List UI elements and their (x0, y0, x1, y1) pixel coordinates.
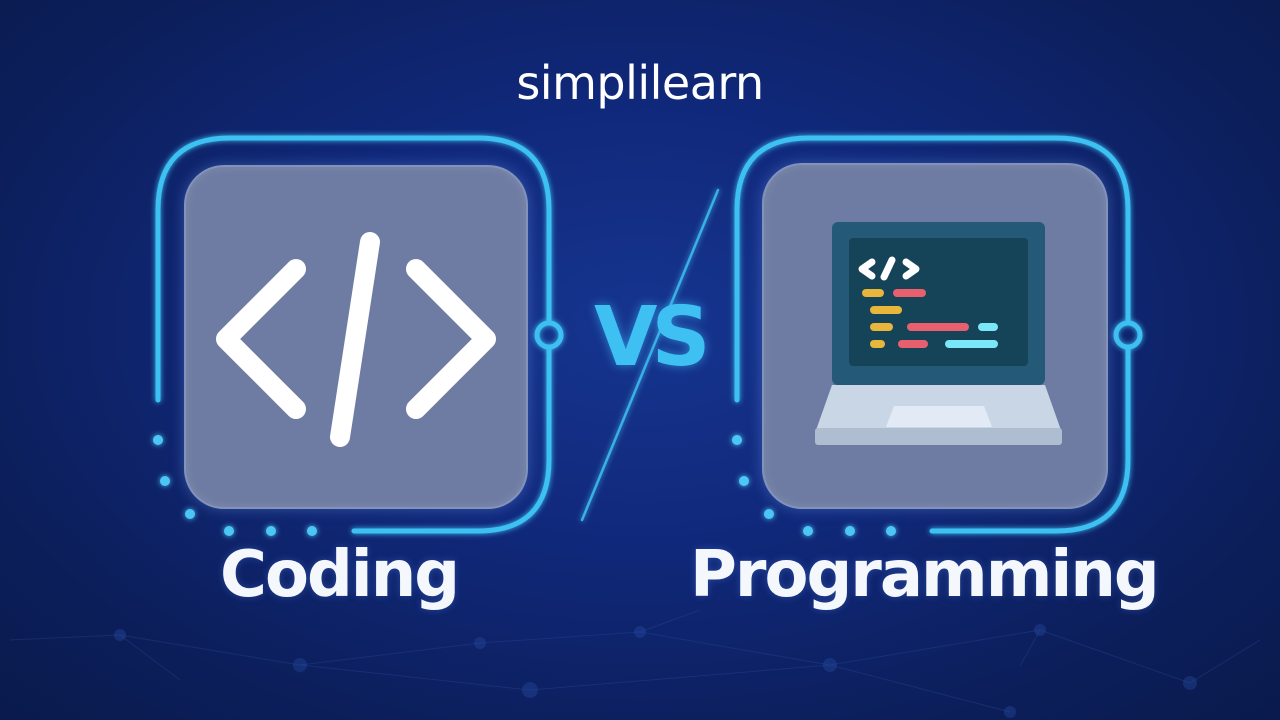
programming-title: Programming (690, 538, 1160, 612)
versus-label: VS (594, 290, 711, 385)
coding-panel (184, 165, 528, 509)
laptop-code-icon (815, 222, 1062, 445)
coding-title: Coding (220, 538, 460, 612)
programming-panel (762, 163, 1108, 509)
simplilearn-logo: simplilearn (516, 56, 764, 110)
code-brackets-icon (216, 232, 496, 447)
